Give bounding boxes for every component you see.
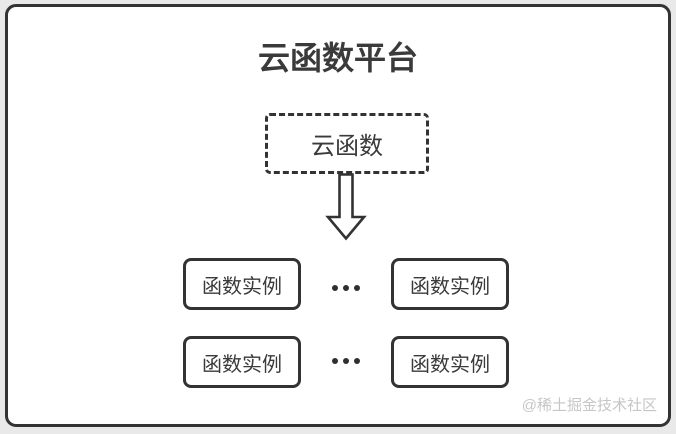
cloud-function-node: 云函数: [265, 113, 429, 174]
cloud-function-label: 云函数: [311, 133, 383, 160]
ellipsis-icon: [332, 285, 360, 291]
dot: [332, 285, 338, 291]
function-instance-label: 函数实例: [410, 275, 490, 298]
function-instance-label: 函数实例: [202, 275, 282, 298]
diagram-title: 云函数平台: [257, 40, 418, 76]
function-instance-node: 函数实例: [391, 258, 509, 310]
function-instance-label: 函数实例: [202, 353, 282, 376]
function-instance-node: 函数实例: [183, 258, 301, 310]
dot: [343, 358, 349, 364]
function-instance-node: 函数实例: [183, 336, 301, 388]
down-arrow-icon: [325, 173, 367, 241]
dot: [354, 358, 360, 364]
ellipsis-icon: [332, 358, 360, 364]
watermark: @稀土掘金技术社区: [521, 397, 657, 414]
dot: [354, 285, 360, 291]
function-instance-label: 函数实例: [410, 353, 490, 376]
dot: [343, 285, 349, 291]
dot: [332, 358, 338, 364]
function-instance-node: 函数实例: [391, 336, 509, 388]
platform-frame: 云函数平台 云函数 函数实例 函数实例 函数实例 函数实例: [5, 4, 671, 427]
